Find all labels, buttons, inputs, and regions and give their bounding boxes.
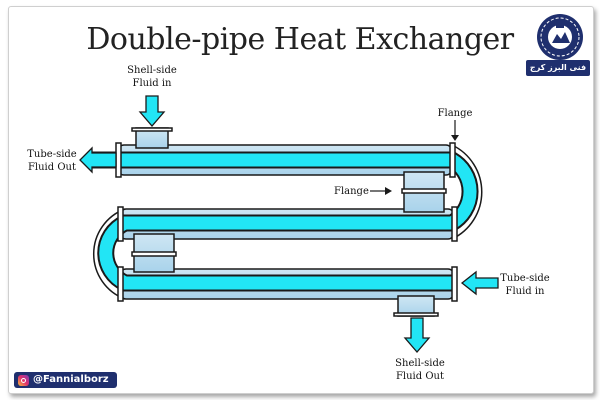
flange-top-left [115, 142, 122, 178]
pointer-arrows [370, 120, 459, 195]
flange-top-label: Flange [438, 108, 473, 119]
flange-top-pointer-head [451, 135, 459, 141]
inner-tube-fill [92, 153, 477, 290]
flange-top-right [449, 142, 456, 178]
flange-mid-label: Flange [334, 186, 369, 197]
flange-shell-inlet [131, 127, 173, 132]
shell-outlet-label-line2: Fluid Out [396, 371, 444, 382]
shell-outlet-label-line1: Shell-side [395, 358, 445, 369]
flange-bottom-right [451, 266, 458, 302]
left-u-bend-outline [93, 208, 126, 300]
image-frame [8, 6, 594, 394]
tube-inlet-label-line1: Tube-side [500, 273, 550, 284]
tube-inlet-arrow [460, 270, 499, 296]
flanges [115, 127, 458, 317]
tube-inlet-label-line2: Fluid in [506, 286, 546, 297]
shell-inlet-arrow [138, 95, 166, 127]
shell-outlet-arrow [403, 317, 431, 353]
flange-mid-right [451, 206, 458, 242]
diagram-title: Double-pipe Heat Exchanger [86, 22, 514, 57]
flange-shell-outlet [393, 312, 439, 317]
tube-outlet-label-line1: Tube-side [27, 149, 77, 160]
instagram-handle-text: @Fannialborz [33, 374, 109, 385]
instagram-icon [18, 374, 29, 386]
flange-bottom-left [117, 266, 124, 302]
flange-mid-pointer-head [385, 187, 392, 195]
instagram-handle-badge[interactable]: @Fannialborz [14, 372, 117, 388]
right-u-bend-outline [451, 144, 483, 240]
flange-connector-left [131, 251, 177, 257]
shell-inlet-label-line1: Shell-side [127, 65, 177, 76]
flow-arrows [79, 95, 499, 353]
tube-outlet-label-line2: Fluid Out [28, 162, 76, 173]
shell-inlet-label-line2: Fluid in [133, 78, 173, 89]
flange-connector-right [401, 188, 447, 194]
inner-tube [92, 144, 483, 300]
flange-mid-left [117, 206, 124, 242]
logo-caption: فنی البرز کرج [526, 60, 590, 76]
tube-outlet-arrow [79, 146, 117, 174]
institute-logo-icon [537, 14, 583, 60]
